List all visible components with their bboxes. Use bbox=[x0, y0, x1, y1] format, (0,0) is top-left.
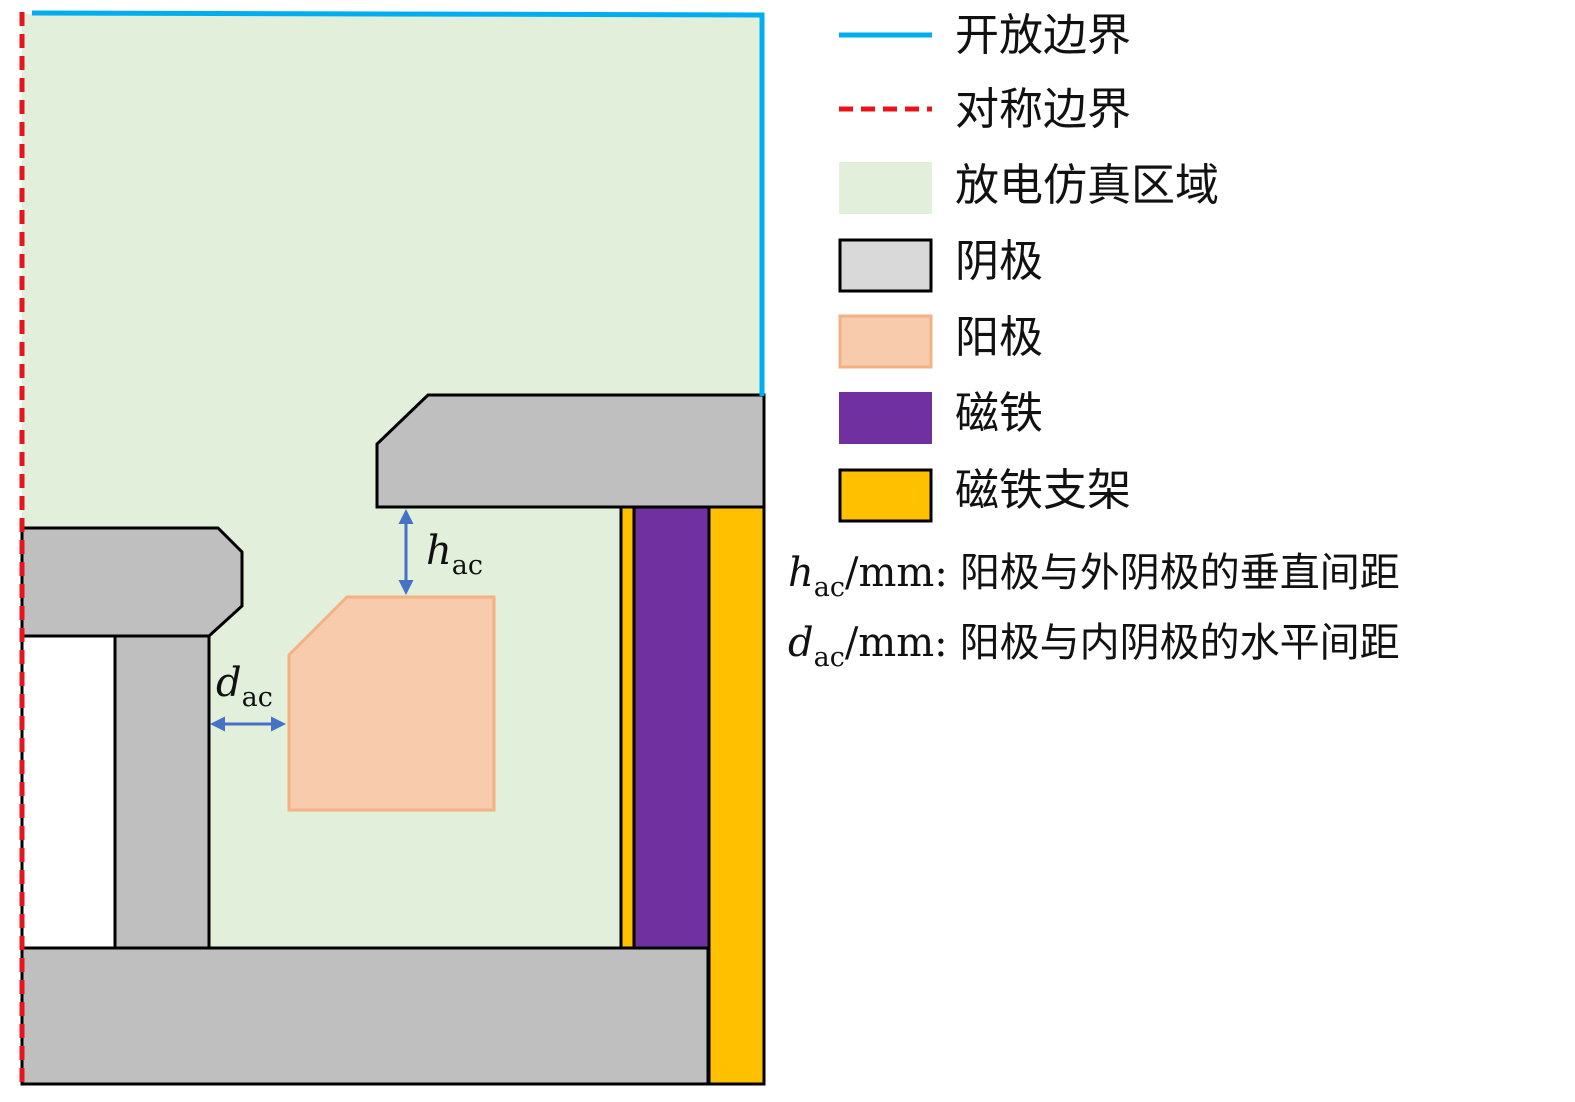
d-ac-label: dac bbox=[216, 660, 273, 713]
legend-magnet-swatch bbox=[839, 392, 932, 444]
note-d-ac: dac/mm:阳极与内阴极的水平间距 bbox=[788, 620, 1400, 673]
magnet bbox=[632, 505, 711, 950]
inner-cathode-cap bbox=[20, 526, 244, 638]
notes: hac/mm:阳极与外阴极的垂直间距 dac/mm:阳极与内阴极的水平间距 bbox=[788, 550, 1400, 673]
note-h-ac: hac/mm:阳极与外阴极的垂直间距 bbox=[788, 550, 1400, 603]
inner-cathode-pillar bbox=[113, 634, 211, 950]
legend-magnet-bracket-swatch bbox=[838, 468, 933, 523]
legend-magnet-label: 磁铁 bbox=[955, 388, 1043, 439]
legend-magnet-bracket-label: 磁铁支架 bbox=[955, 465, 1131, 516]
legend-anode-label: 阳极 bbox=[955, 312, 1043, 363]
cathode-base-plate bbox=[20, 946, 710, 1086]
legend-open-boundary-label: 开放边界 bbox=[955, 10, 1131, 61]
legend-anode-swatch bbox=[838, 314, 933, 369]
legend-symmetry-boundary-label: 对称边界 bbox=[955, 84, 1131, 135]
legend-cathode-label: 阴极 bbox=[955, 236, 1043, 287]
anode bbox=[287, 595, 496, 812]
inner-cavity bbox=[20, 634, 117, 950]
legend-cathode-swatch bbox=[838, 238, 933, 293]
legend-sim-region-label: 放电仿真区域 bbox=[955, 160, 1219, 211]
legend: 开放边界 对称边界 放电仿真区域 阴极 阳极 磁铁 磁铁支架 bbox=[838, 10, 1219, 523]
magnet-bracket-thin-strip bbox=[619, 505, 636, 950]
outer-cathode-plate bbox=[375, 393, 766, 509]
legend-sim-region-swatch bbox=[839, 162, 932, 214]
h-ac-label: hac bbox=[426, 528, 483, 581]
magnet-bracket-right-column bbox=[707, 505, 766, 1086]
open-boundary-line bbox=[31, 10, 765, 396]
